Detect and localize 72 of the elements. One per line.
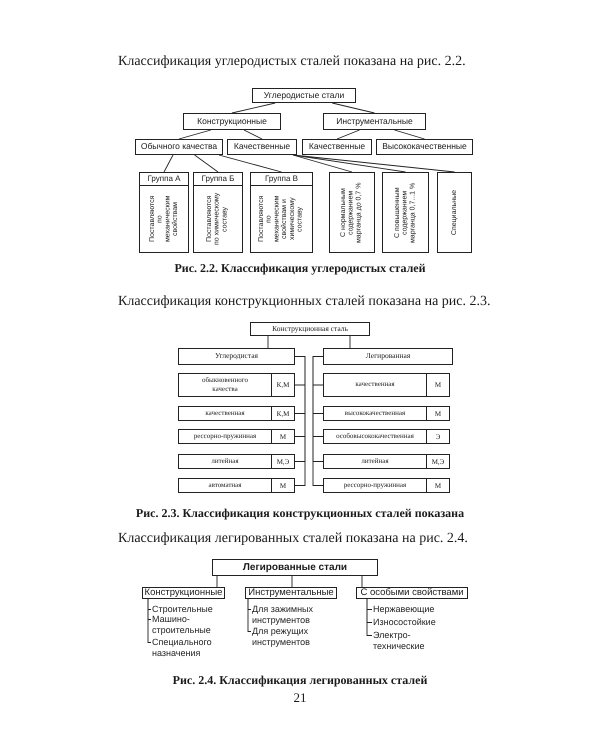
category-box <box>323 406 450 421</box>
group-header: Группа В <box>251 173 312 186</box>
group-header: Группа Б <box>194 173 242 186</box>
category-box <box>382 172 429 253</box>
box-label: Качественные <box>308 142 366 152</box>
category-box <box>178 373 295 397</box>
list-item-text: Машино- строительные <box>152 614 222 636</box>
box-label: Обычного качества <box>140 142 218 152</box>
box-label: Высококачественные <box>382 142 467 152</box>
connector-line <box>148 598 152 643</box>
page-number: 21 <box>294 690 306 705</box>
connector-line <box>292 154 406 172</box>
box-label: Конструкционные <box>197 116 267 126</box>
connector-line <box>312 356 324 486</box>
list-item-text: Для зажимных инструментов <box>252 604 332 626</box>
paragraph-text: Классификация конструкционных сталей показана на рис. 2.3. <box>118 293 491 310</box>
category-box <box>178 478 295 493</box>
connector-line <box>164 154 174 172</box>
category-box <box>323 113 426 130</box>
connector-line <box>194 154 218 172</box>
list-item-text: Нержавеющие <box>373 604 434 615</box>
category-box <box>329 172 375 253</box>
connector-line <box>294 356 306 486</box>
connector-line <box>248 598 252 632</box>
figure-caption: Рис. 2.4. Классификация легированных сталей <box>172 673 428 687</box>
category-box <box>227 139 297 155</box>
category-box <box>178 429 295 444</box>
list-item-text: Специального назначения <box>152 637 232 659</box>
box-label: Легированные стали <box>242 562 348 573</box>
box-label: Конструкционные <box>144 588 222 598</box>
box-label: Углеродистые стали <box>264 90 344 100</box>
category-box <box>193 172 243 253</box>
connector-line <box>292 154 455 172</box>
category-box <box>437 172 472 253</box>
list-item-text: Для режущих инструментов <box>252 626 332 648</box>
category-box <box>323 478 450 493</box>
box-label: Качественные <box>234 142 290 152</box>
paragraph-text: Классификация углеродистых сталей показана на рис. 2.2. <box>118 53 466 70</box>
connector-line <box>394 130 425 140</box>
category-box <box>183 113 281 130</box>
figure-caption: Рис. 2.3. Классификация конструкционных сталей показана <box>136 506 464 520</box>
category-box <box>323 373 450 397</box>
category-box <box>212 559 378 576</box>
category-box <box>178 454 295 469</box>
category-box <box>135 139 223 155</box>
box-label: Инструментальные <box>336 116 413 126</box>
category-box <box>250 172 313 253</box>
list-item-text: Износостойкие <box>373 617 436 628</box>
category-box <box>376 139 473 155</box>
connector-line <box>292 154 352 172</box>
figure-caption: Рис. 2.2. Классификация углеродистых сталей <box>174 261 426 275</box>
category-box <box>323 348 453 365</box>
category-box <box>323 454 450 469</box>
paragraph-text: Классификация легированных сталей показана на рис. 2.4. <box>118 530 468 547</box>
connector-line <box>336 130 360 140</box>
list-item-text: Электро- технические <box>373 630 438 652</box>
category-box <box>139 172 189 253</box>
connector-line <box>366 598 372 636</box>
connector-line <box>218 154 282 172</box>
category-box <box>178 406 295 421</box>
box-label: Инструментальные <box>248 588 334 598</box>
group-header: Группа А <box>140 173 188 186</box>
category-box <box>323 429 450 444</box>
list-item-text: Строительные <box>152 604 213 615</box>
connector-line <box>178 130 212 140</box>
connector-line <box>244 130 262 140</box>
category-box <box>252 88 356 103</box>
category-box <box>302 139 372 155</box>
category-box <box>250 322 370 336</box>
connector-line <box>216 576 218 588</box>
box-label: С особыми свойствами <box>360 588 464 598</box>
category-box <box>178 348 295 365</box>
